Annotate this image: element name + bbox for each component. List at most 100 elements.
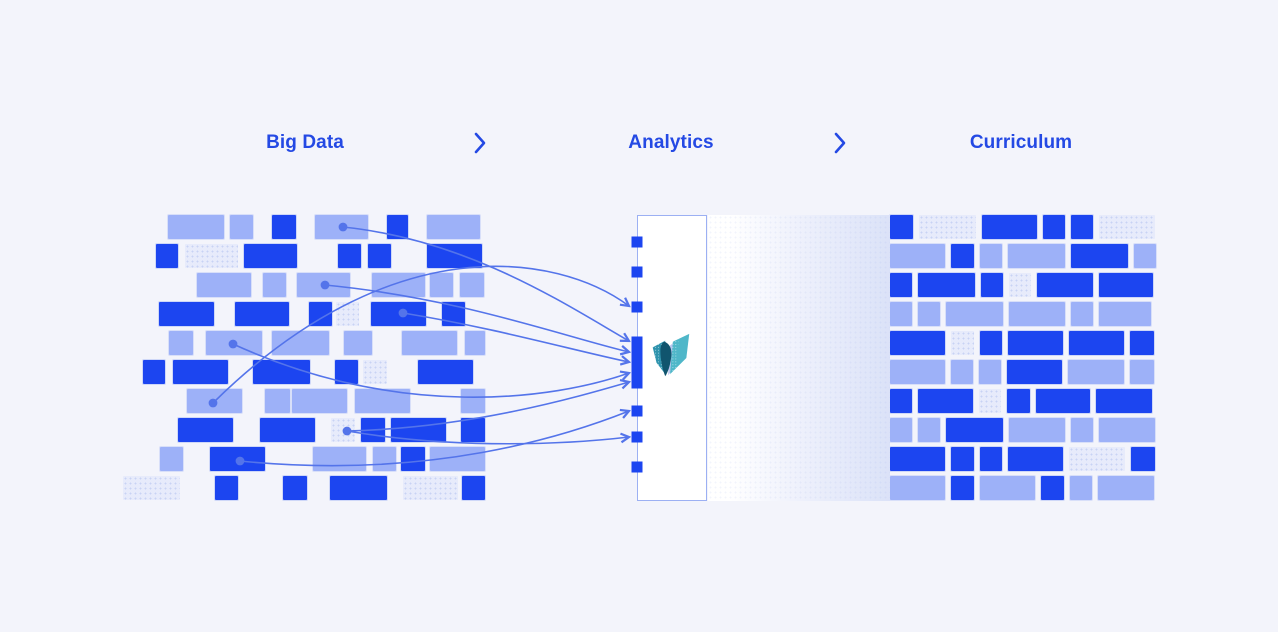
mosaic-block bbox=[427, 215, 480, 239]
mosaic-block bbox=[355, 389, 410, 413]
mosaic-block bbox=[309, 302, 332, 326]
mosaic-block bbox=[465, 331, 485, 355]
mosaic-block bbox=[946, 302, 1003, 326]
mosaic-block bbox=[283, 476, 307, 500]
mosaic-gap bbox=[446, 418, 461, 442]
mosaic-block bbox=[1009, 302, 1065, 326]
mosaic-row bbox=[123, 418, 487, 442]
mosaic-gap bbox=[214, 302, 235, 326]
mosaic-block bbox=[1099, 215, 1155, 239]
mosaic-block bbox=[160, 447, 183, 471]
mosaic-gap bbox=[242, 389, 265, 413]
mosaic-gap bbox=[368, 215, 387, 239]
mosaic-gap bbox=[123, 244, 156, 268]
mosaic-block bbox=[979, 389, 1001, 413]
mosaic-row bbox=[890, 244, 1156, 268]
mosaic-block bbox=[156, 244, 178, 268]
mosaic-block bbox=[368, 244, 391, 268]
mosaic-block bbox=[173, 360, 228, 384]
mosaic-block bbox=[272, 215, 296, 239]
analytics-panel bbox=[637, 215, 707, 501]
mosaic-row bbox=[890, 418, 1156, 442]
mosaic-block bbox=[197, 273, 251, 297]
mosaic-gap bbox=[123, 447, 160, 471]
mosaic-gap bbox=[123, 418, 178, 442]
mosaic-block bbox=[187, 389, 242, 413]
mosaic-block bbox=[210, 447, 265, 471]
mosaic-block bbox=[890, 360, 945, 384]
mosaic-block bbox=[253, 360, 310, 384]
mosaic-block bbox=[1069, 447, 1125, 471]
chevron-right-icon bbox=[474, 132, 486, 154]
mosaic-block bbox=[1071, 244, 1128, 268]
mosaic-gap bbox=[123, 331, 169, 355]
mosaic-block bbox=[918, 418, 940, 442]
mosaic-row bbox=[123, 273, 487, 297]
mosaic-gap bbox=[178, 244, 185, 268]
mosaic-gap bbox=[307, 476, 330, 500]
mosaic-block bbox=[1043, 215, 1065, 239]
mosaic-block bbox=[1134, 244, 1156, 268]
mosaic-block bbox=[890, 215, 913, 239]
mosaic-gap bbox=[180, 476, 215, 500]
mosaic-block bbox=[980, 244, 1002, 268]
mosaic-block bbox=[430, 273, 453, 297]
mosaic-block bbox=[1130, 360, 1154, 384]
mosaic-block bbox=[1099, 418, 1155, 442]
mosaic-gap bbox=[408, 215, 427, 239]
mosaic-block bbox=[1069, 331, 1124, 355]
mosaic-block bbox=[335, 360, 358, 384]
mosaic-block bbox=[1071, 302, 1093, 326]
mosaic-row bbox=[123, 215, 487, 239]
mosaic-block bbox=[244, 244, 297, 268]
mosaic-block bbox=[260, 418, 315, 442]
mosaic-gap bbox=[286, 273, 297, 297]
curriculum-mosaic bbox=[890, 215, 1156, 500]
step-label-analytics: Analytics bbox=[628, 132, 714, 153]
mosaic-gap bbox=[410, 389, 461, 413]
mosaic-block bbox=[159, 302, 214, 326]
mosaic-block bbox=[982, 215, 1037, 239]
step-label-big-data: Big Data bbox=[266, 132, 344, 153]
mosaic-gap bbox=[310, 360, 335, 384]
mosaic-row bbox=[123, 244, 487, 268]
mosaic-gap bbox=[251, 273, 263, 297]
mosaic-block bbox=[1099, 302, 1151, 326]
mosaic-block bbox=[330, 476, 387, 500]
chevron-right-icon bbox=[834, 132, 846, 154]
mosaic-block bbox=[169, 331, 193, 355]
mosaic-block bbox=[951, 447, 974, 471]
mosaic-block bbox=[462, 476, 485, 500]
mosaic-block bbox=[1099, 273, 1153, 297]
mosaic-block bbox=[1070, 476, 1092, 500]
mosaic-row bbox=[123, 302, 487, 326]
mosaic-block bbox=[1096, 389, 1152, 413]
mosaic-block bbox=[890, 389, 912, 413]
mosaic-block bbox=[980, 331, 1002, 355]
mosaic-block bbox=[1037, 273, 1093, 297]
mosaic-block bbox=[430, 447, 485, 471]
mosaic-gap bbox=[457, 331, 465, 355]
mosaic-block bbox=[1041, 476, 1064, 500]
mosaic-gap bbox=[372, 331, 402, 355]
mosaic-gap bbox=[123, 273, 197, 297]
mosaic-block bbox=[143, 360, 165, 384]
mosaic-row bbox=[123, 360, 487, 384]
mosaic-block bbox=[185, 244, 238, 268]
mosaic-gap bbox=[361, 244, 368, 268]
mosaic-block bbox=[402, 331, 457, 355]
mosaic-gap bbox=[183, 447, 210, 471]
step-label-curriculum: Curriculum bbox=[969, 132, 1073, 153]
mosaic-gap bbox=[238, 476, 283, 500]
mosaic-row bbox=[890, 389, 1156, 413]
mosaic-block bbox=[1098, 476, 1154, 500]
fade-gradient bbox=[708, 215, 890, 501]
mosaic-gap bbox=[123, 302, 159, 326]
mosaic-block bbox=[980, 476, 1035, 500]
mosaic-block bbox=[363, 360, 387, 384]
mosaic-gap bbox=[347, 389, 355, 413]
mosaic-block bbox=[418, 360, 473, 384]
mosaic-block bbox=[979, 360, 1001, 384]
mosaic-gap bbox=[426, 302, 442, 326]
mosaic-block bbox=[981, 273, 1003, 297]
